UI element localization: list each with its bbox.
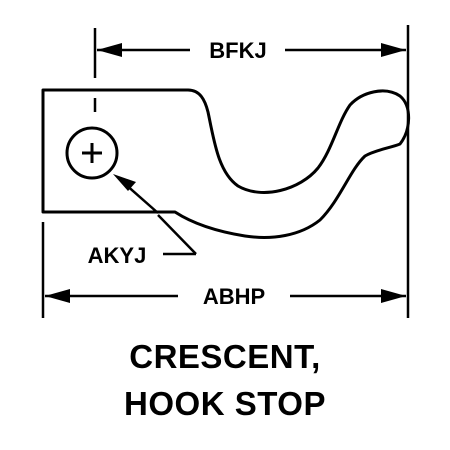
hole-leader-diagonal — [157, 214, 197, 255]
dimension-bottom — [45, 289, 406, 303]
dimension-bottom-label: ABHP — [203, 284, 265, 309]
dimension-top-arrow-right — [381, 43, 406, 57]
dimension-top — [97, 43, 406, 57]
hole-leader-arrowhead — [113, 174, 136, 191]
caption-line-1: CRESCENT, — [129, 338, 321, 375]
hole-callout-leader — [113, 174, 197, 256]
dimension-bottom-arrow-left — [45, 289, 70, 303]
hole-center-mark-icon — [82, 143, 102, 163]
hole-callout-label: AKYJ — [88, 243, 147, 268]
caption-line-2: HOOK STOP — [124, 385, 326, 422]
dimension-top-label: BFKJ — [209, 38, 266, 63]
mounting-hole — [65, 126, 119, 180]
extension-lines — [41, 25, 410, 318]
dimension-bottom-arrow-right — [381, 289, 406, 303]
hook-stop-outline — [41, 88, 411, 239]
dimension-top-arrow-left — [97, 43, 122, 57]
